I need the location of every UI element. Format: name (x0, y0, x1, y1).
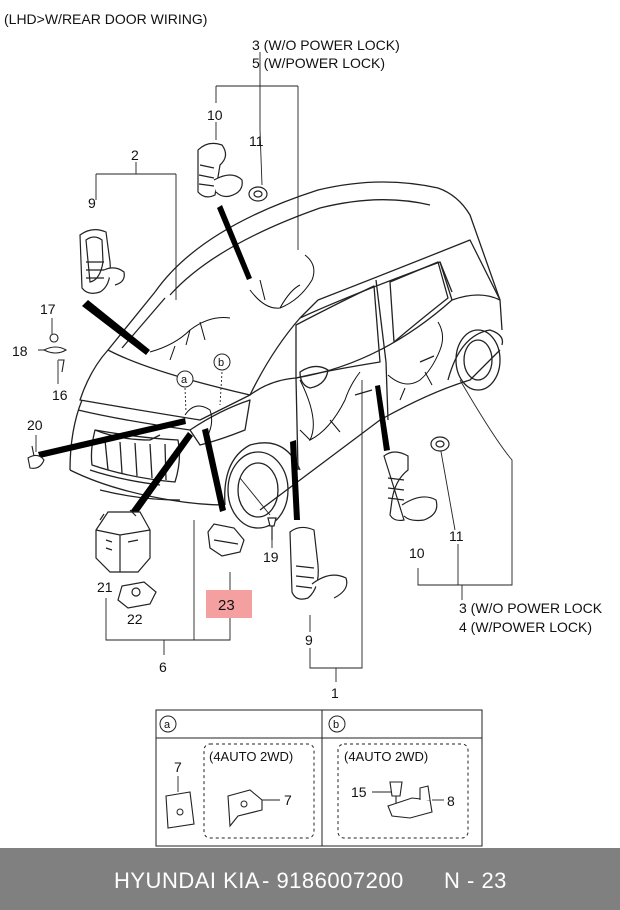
callout-22: 22 (127, 611, 143, 627)
leader-lines (35, 52, 513, 682)
callout-21: 21 (97, 579, 113, 595)
door-boot-bottom (289, 526, 348, 600)
footer-bar: HYUNDAI KIA - 9186007200 N - 23 (0, 848, 620, 910)
wiring-diagram: (LHD>W/REAR DOOR WIRING) (4, 11, 603, 847)
marker-a: a (176, 370, 194, 388)
footer-page-ref: N - 23 (444, 868, 507, 893)
svg-text:b: b (333, 719, 339, 731)
callout-10-bottom: 10 (409, 545, 425, 561)
footer-brand: HYUNDAI KIA (114, 868, 261, 893)
callout-1: 1 (331, 685, 339, 701)
callout-3-right: 3 (W/O POWER LOCK (459, 600, 603, 616)
callout-5-top: 5 (W/POWER LOCK) (252, 55, 385, 71)
highlight-box-23 (206, 590, 252, 618)
clip-20 (27, 445, 45, 469)
diagram-title: (LHD>W/REAR DOOR WIRING) (4, 11, 207, 27)
callout-9-bottom: 9 (305, 632, 313, 648)
junction-block-21 (95, 509, 151, 573)
callout-6: 6 (159, 659, 167, 675)
callout-9-top: 9 (88, 195, 96, 211)
door-boot-right (383, 451, 438, 522)
footer-part-number: - 9186007200 (262, 868, 404, 893)
callout-20: 20 (27, 417, 43, 433)
callout-4-right: 4 (W/POWER LOCK) (459, 619, 592, 635)
harness-lines (149, 254, 444, 442)
screw-19 (267, 517, 277, 540)
car-body (69, 181, 504, 529)
panel-b-variant-title: (4AUTO 2WD) (344, 749, 428, 764)
bolt-16-17-18 (42, 333, 68, 373)
callout-3-top: 3 (W/O POWER LOCK) (252, 37, 400, 53)
callout-2: 2 (131, 147, 139, 163)
callout-10-top: 10 (207, 107, 223, 123)
connector-22 (117, 581, 157, 609)
door-boot-top (197, 142, 243, 198)
callout-23: 23 (218, 597, 235, 614)
panel-a-variant-part-7: 7 (284, 792, 292, 808)
callout-16: 16 (52, 387, 68, 403)
detail-panels: a 7 (4AUTO 2WD) 7 b (4AUTO 2WD) 15 8 (155, 709, 483, 847)
panel-b-part-8: 8 (447, 793, 455, 809)
detail-panel-b: b (4AUTO 2WD) 15 8 (328, 715, 469, 839)
svg-text:a: a (181, 374, 188, 386)
door-boot-top-left (79, 229, 125, 294)
pointer-wedges (38, 205, 390, 524)
callout-17: 17 (40, 301, 56, 317)
marker-b: b (213, 353, 231, 371)
svg-text:b: b (218, 357, 224, 369)
callout-18: 18 (12, 343, 28, 359)
callout-19: 19 (263, 549, 279, 565)
grommet-11-right (430, 436, 450, 452)
callout-labels: 3 (W/O POWER LOCK) 5 (W/POWER LOCK) 10 1… (12, 37, 603, 701)
callout-11-bottom: 11 (449, 528, 464, 544)
panel-b-part-15: 15 (351, 784, 367, 800)
detail-panel-a: a 7 (4AUTO 2WD) 7 (159, 715, 315, 839)
callout-11-top: 11 (249, 133, 264, 149)
connector-23 (207, 523, 245, 557)
svg-text:a: a (164, 719, 171, 731)
panel-a-part-7: 7 (174, 759, 182, 775)
panel-a-variant-title: (4AUTO 2WD) (209, 749, 293, 764)
grommet-11-top (248, 186, 268, 202)
